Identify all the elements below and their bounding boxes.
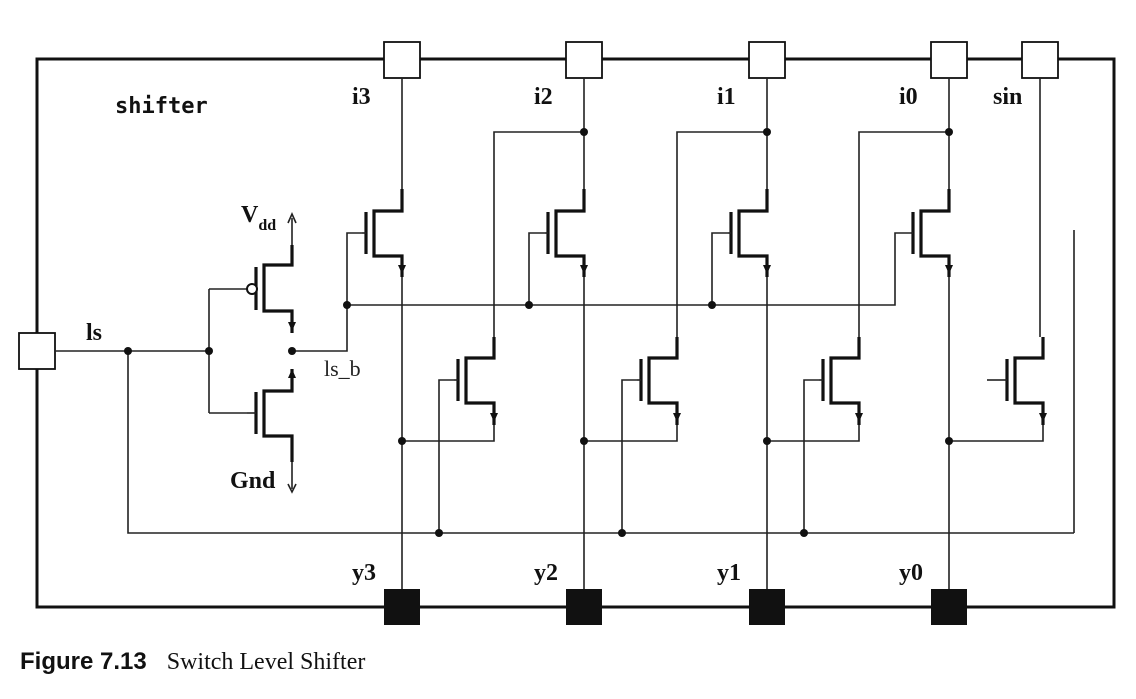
label-i2: i2	[534, 84, 553, 110]
label-i1: i1	[717, 84, 736, 110]
figure-number: Figure 7.13	[20, 648, 147, 675]
wires	[55, 78, 1075, 589]
lower-pass-transistors	[454, 337, 1047, 425]
label-y1: y1	[717, 560, 741, 586]
port-sin	[1021, 41, 1059, 79]
port-y1	[749, 589, 785, 625]
port-y2	[566, 589, 602, 625]
port-i3	[383, 41, 421, 79]
module-name: shifter	[115, 94, 208, 119]
label-y3: y3	[352, 560, 376, 586]
vdd-arrow-icon	[287, 212, 297, 224]
label-i3: i3	[352, 84, 371, 110]
gnd-label: Gnd	[230, 468, 276, 494]
port-i0	[930, 41, 968, 79]
figure-title: Switch Level Shifter	[166, 649, 366, 675]
port-ls	[18, 332, 56, 370]
label-ls: ls	[86, 320, 102, 346]
port-i2	[565, 41, 603, 79]
figure-caption: Figure 7.13 Switch Level Shifter	[20, 648, 365, 676]
switch-level-shifter-schematic: shifter i3 i2 i1 i0 sin y3 y2 y1 y0 ls	[18, 41, 1116, 625]
gnd-arrow-icon	[287, 483, 297, 494]
module-frame	[35, 57, 1116, 609]
junction-dots	[124, 128, 953, 537]
inverter-pmos-transistor	[246, 245, 296, 333]
port-y3	[384, 589, 420, 625]
label-sin: sin	[993, 84, 1022, 110]
vdd-label: Vdd	[241, 202, 276, 234]
label-i0: i0	[899, 84, 918, 110]
inverter-nmos-transistor	[247, 369, 296, 462]
port-i1	[748, 41, 786, 79]
port-y0	[931, 589, 967, 625]
label-y0: y0	[899, 560, 923, 586]
label-y2: y2	[534, 560, 558, 586]
upper-pass-transistors	[362, 189, 953, 277]
label-ls-b: ls_b	[324, 356, 361, 381]
